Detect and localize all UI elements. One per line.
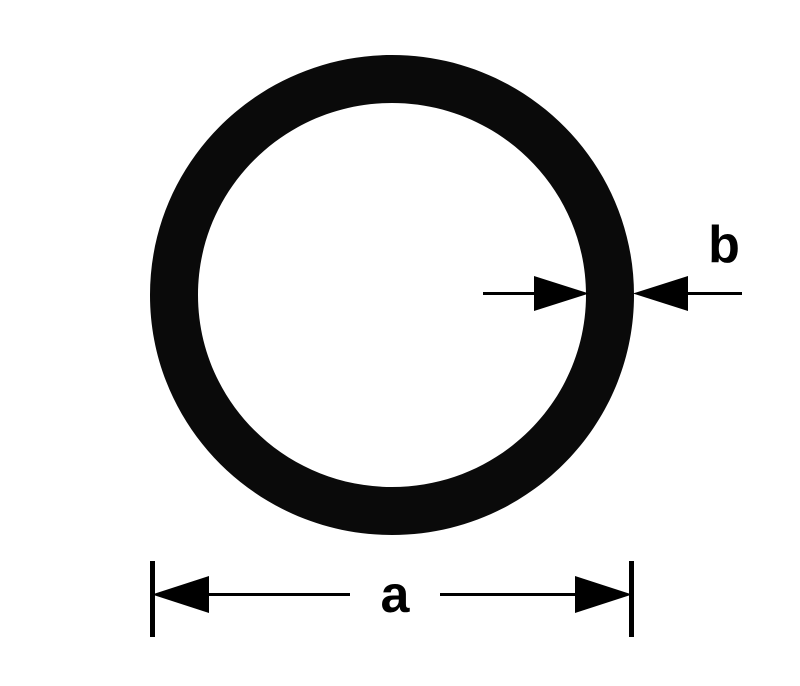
b-outer-arrowhead-icon — [633, 276, 688, 311]
dimension-outer-diameter: a — [150, 561, 634, 637]
b-inner-arrowhead-icon — [534, 276, 589, 311]
dimension-wall-thickness: b — [483, 216, 742, 311]
dimension-label-b: b — [708, 216, 740, 274]
a-arrowhead-right-icon — [575, 576, 632, 613]
a-arrowhead-left-icon — [152, 576, 209, 613]
dimension-label-a: a — [381, 566, 411, 624]
